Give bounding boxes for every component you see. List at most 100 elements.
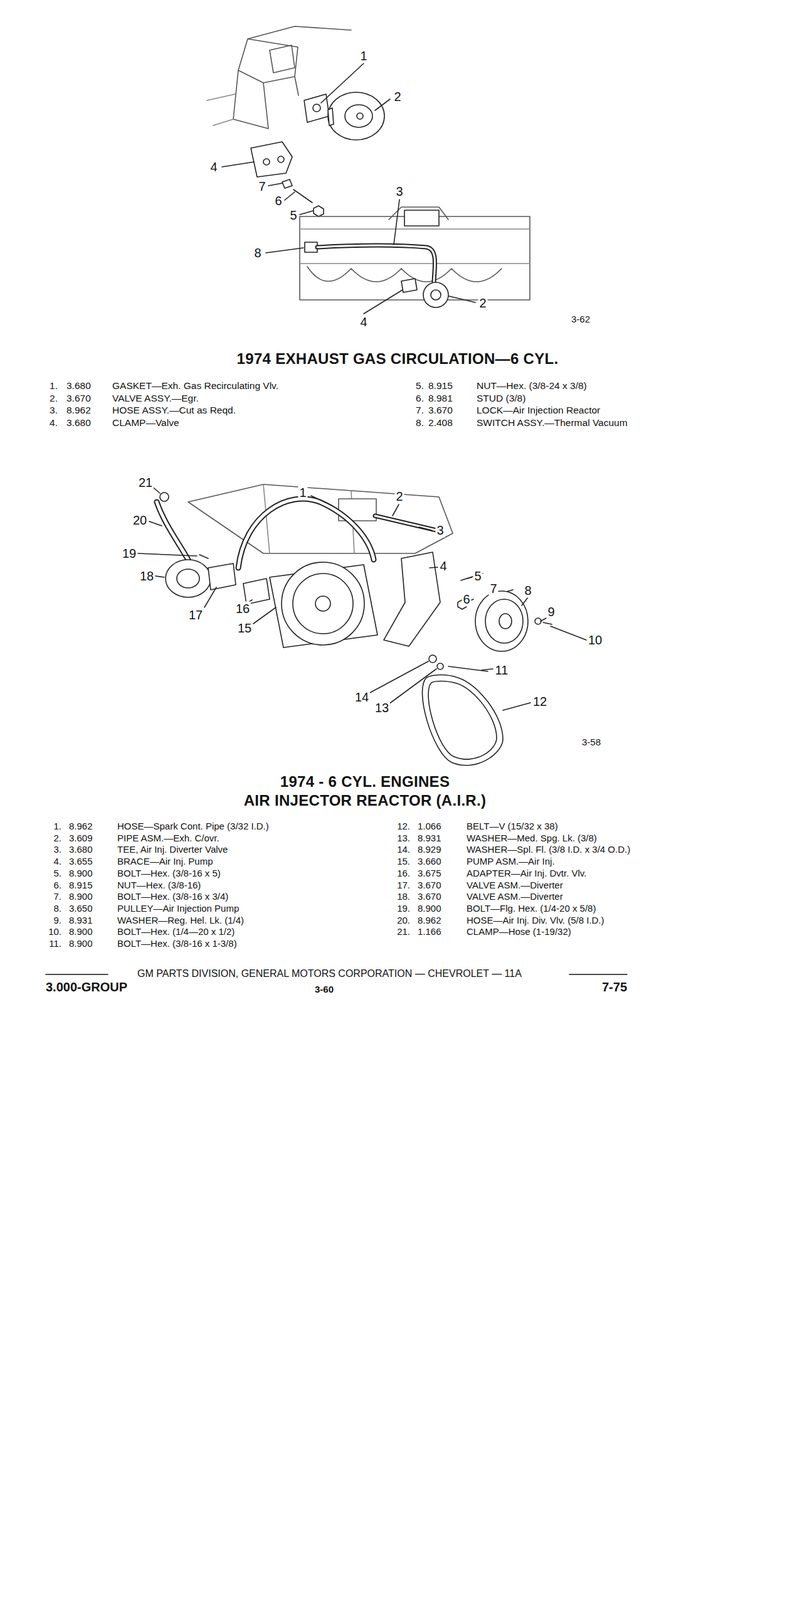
part-description: BRACE—Air Inj. Pump [117, 855, 214, 866]
item-number: 4. [53, 855, 62, 866]
part-description: CLAMP—Hose (1-19/32) [466, 925, 572, 937]
group-code: 8.915 [428, 380, 453, 392]
group-code: 8.962 [417, 914, 442, 925]
part-description: BOLT—Hex. (3/8-16 x 1-3/8) [117, 937, 238, 949]
callout-number: 4 [208, 159, 219, 175]
group-code: 3.680 [66, 416, 91, 429]
group-code: 8.900 [68, 937, 93, 949]
figure-heading: AIR INJECTOR REACTOR (A.I.R.) [243, 791, 487, 809]
group-code: 8.962 [66, 404, 91, 416]
part-description: NUT—Hex. (3/8-16) [117, 879, 201, 890]
callout-number: 8 [522, 583, 533, 598]
callout-number: 13 [373, 700, 391, 715]
callout-number: 10 [586, 632, 604, 648]
callout-number: 4 [358, 314, 369, 330]
callout-number: 14 [353, 689, 370, 705]
item-number: 10. [48, 925, 62, 937]
group-code: 8.929 [417, 843, 442, 855]
item-number: 3. [49, 404, 58, 416]
callout-number: 16 [234, 601, 251, 616]
callout-number: 19 [121, 546, 138, 561]
item-number: 5. [53, 867, 62, 878]
group-code: 3.680 [66, 380, 91, 392]
part-description: NUT—Hex. (3/8-24 x 3/8) [476, 380, 587, 392]
part-description: WASHER—Reg. Hel. Lk. (1/4) [117, 914, 244, 925]
figure-heading: 1974 EXHAUST GAS CIRCULATION—6 CYL. [237, 349, 559, 368]
group-code: 1.066 [417, 820, 442, 831]
group-code: 8.900 [68, 890, 93, 902]
part-description: BELT—V (15/32 x 38) [466, 820, 559, 831]
item-number: 9. [53, 914, 62, 925]
callout-number: 20 [131, 512, 148, 528]
figure-number: 3-62 [571, 313, 591, 325]
callout-number: 12 [531, 694, 549, 709]
callout-number: 8 [252, 245, 263, 261]
part-description: VALVE ASM.—Diverter [466, 879, 564, 890]
group-code: 3.655 [68, 855, 93, 866]
callout-number: 1 [358, 48, 369, 64]
item-number: 6. [53, 879, 62, 890]
group-code: 1.166 [417, 925, 442, 937]
callout-number: 18 [138, 568, 155, 584]
item-number: 7. [53, 890, 62, 902]
callout-number: 9 [546, 604, 556, 619]
part-description: BOLT—Hex. (3/8-16 x 3/4) [117, 890, 229, 902]
part-description: PIPE ASM.—Exh. C/ovr. [117, 832, 220, 843]
part-description: WASHER—Med. Spg. Lk. (3/8) [466, 832, 597, 843]
part-description: BOLT—Flg. Hex. (1/4-20 x 5/8) [466, 902, 596, 914]
callout-number: 6 [273, 193, 283, 209]
callout-number: 3 [394, 184, 404, 199]
footer-group: 3.000-GROUP [45, 979, 128, 994]
item-number: 11. [48, 937, 62, 949]
group-code: 3.660 [417, 855, 442, 866]
callout-number: 15 [236, 620, 253, 636]
item-number: 14. [396, 843, 411, 855]
item-number: 2. [53, 832, 62, 843]
part-description: WASHER—Spl. Fl. (3/8 I.D. x 3/4 O.D.) [466, 843, 631, 855]
group-code: 3.670 [417, 890, 442, 902]
item-number: 1. [49, 380, 58, 392]
callout-number: 3 [435, 522, 445, 538]
part-description: HOSE ASSY.—Cut as Reqd. [112, 404, 236, 416]
part-description: GASKET—Exh. Gas Recirculating Vlv. [112, 380, 279, 392]
callout-number: 6 [461, 591, 471, 607]
callout-number: 2 [477, 295, 488, 311]
item-number: 12. [396, 820, 411, 831]
item-number: 17. [396, 879, 411, 890]
group-code: 8.962 [68, 820, 93, 831]
item-number: 13. [396, 832, 411, 843]
part-description: VALVE ASSY.—Egr. [112, 392, 199, 404]
callout-number: 2 [392, 89, 402, 105]
part-description: LOCK—Air Injection Reactor [476, 404, 601, 416]
item-number: 6. [415, 392, 424, 404]
callout-number: 7 [488, 581, 498, 596]
callout-number: 5 [288, 208, 298, 223]
callout-number: 5 [472, 568, 483, 584]
item-number: 7. [415, 404, 424, 416]
item-number: 16. [396, 867, 411, 878]
item-number: 4. [49, 416, 58, 429]
part-description: VALVE ASM.—Diverter [466, 890, 564, 902]
item-number: 8. [53, 902, 62, 914]
group-code: 8.900 [417, 902, 442, 914]
item-number: 20. [396, 914, 411, 925]
item-number: 5. [415, 380, 424, 392]
group-code: 8.900 [68, 925, 93, 937]
group-code: 8.931 [68, 914, 93, 925]
callout-number: 1 [297, 485, 308, 500]
item-number: 2. [49, 392, 58, 404]
item-number: 3. [53, 843, 62, 855]
part-description: HOSE—Air Inj. Div. Vlv. (5/8 I.D.) [466, 914, 604, 925]
group-code: 8.981 [428, 392, 453, 404]
part-description: STUD (3/8) [476, 392, 526, 404]
callout-number: 21 [137, 475, 154, 490]
group-code: 2.408 [428, 416, 453, 429]
part-description: SWITCH ASSY.—Thermal Vacuum [476, 416, 628, 429]
footer-text: GM PARTS DIVISION, GENERAL MOTORS CORPOR… [137, 967, 522, 979]
page-number: 3-60 [314, 983, 334, 994]
part-description: PUMP ASM.—Air Inj. [466, 855, 555, 866]
part-description: BOLT—Hex. (1/4—20 x 1/2) [117, 925, 235, 937]
part-description: HOSE—Spark Cont. Pipe (3/32 I.D.) [117, 820, 270, 831]
part-description: CLAMP—Valve [112, 416, 180, 429]
figure-number: 3-58 [581, 736, 601, 747]
